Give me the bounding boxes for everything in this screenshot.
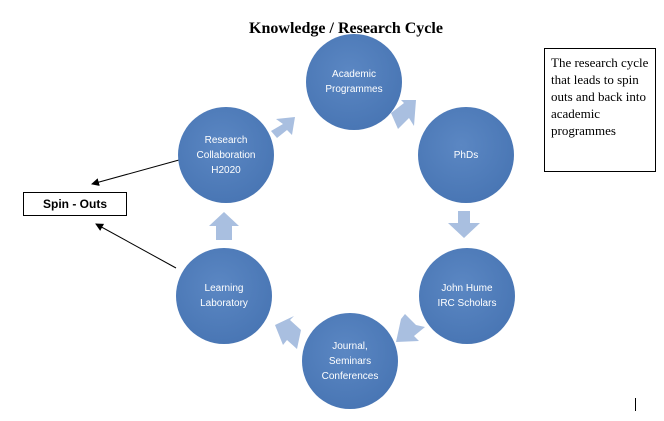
note-box: The research cycle that leads to spin ou… (544, 48, 656, 172)
cycle-arrow-6 (271, 117, 295, 138)
node-research-collaboration: Research Collaboration H2020 (178, 107, 274, 203)
spin-outs-box: Spin - Outs (23, 192, 127, 216)
connector-research-to-spinouts (91, 159, 180, 186)
node-learning-laboratory: Learning Laboratory (176, 248, 272, 344)
node-phds: PhDs (418, 107, 514, 203)
cycle-arrow-3 (396, 314, 425, 342)
connector-learning-to-spinouts (95, 223, 177, 269)
cycle-arrow-2 (448, 211, 480, 238)
cycle-arrow-4 (275, 316, 301, 349)
node-journal-seminars: Journal, Seminars Conferences (302, 313, 398, 409)
cycle-arrow-5 (209, 212, 239, 240)
diagram-title: Knowledge / Research Cycle (249, 20, 443, 37)
cycle-arrow-1 (391, 100, 416, 129)
text-cursor (635, 398, 636, 411)
node-john-hume: John Hume IRC Scholars (419, 248, 515, 344)
node-academic-programmes: Academic Programmes (306, 34, 402, 130)
